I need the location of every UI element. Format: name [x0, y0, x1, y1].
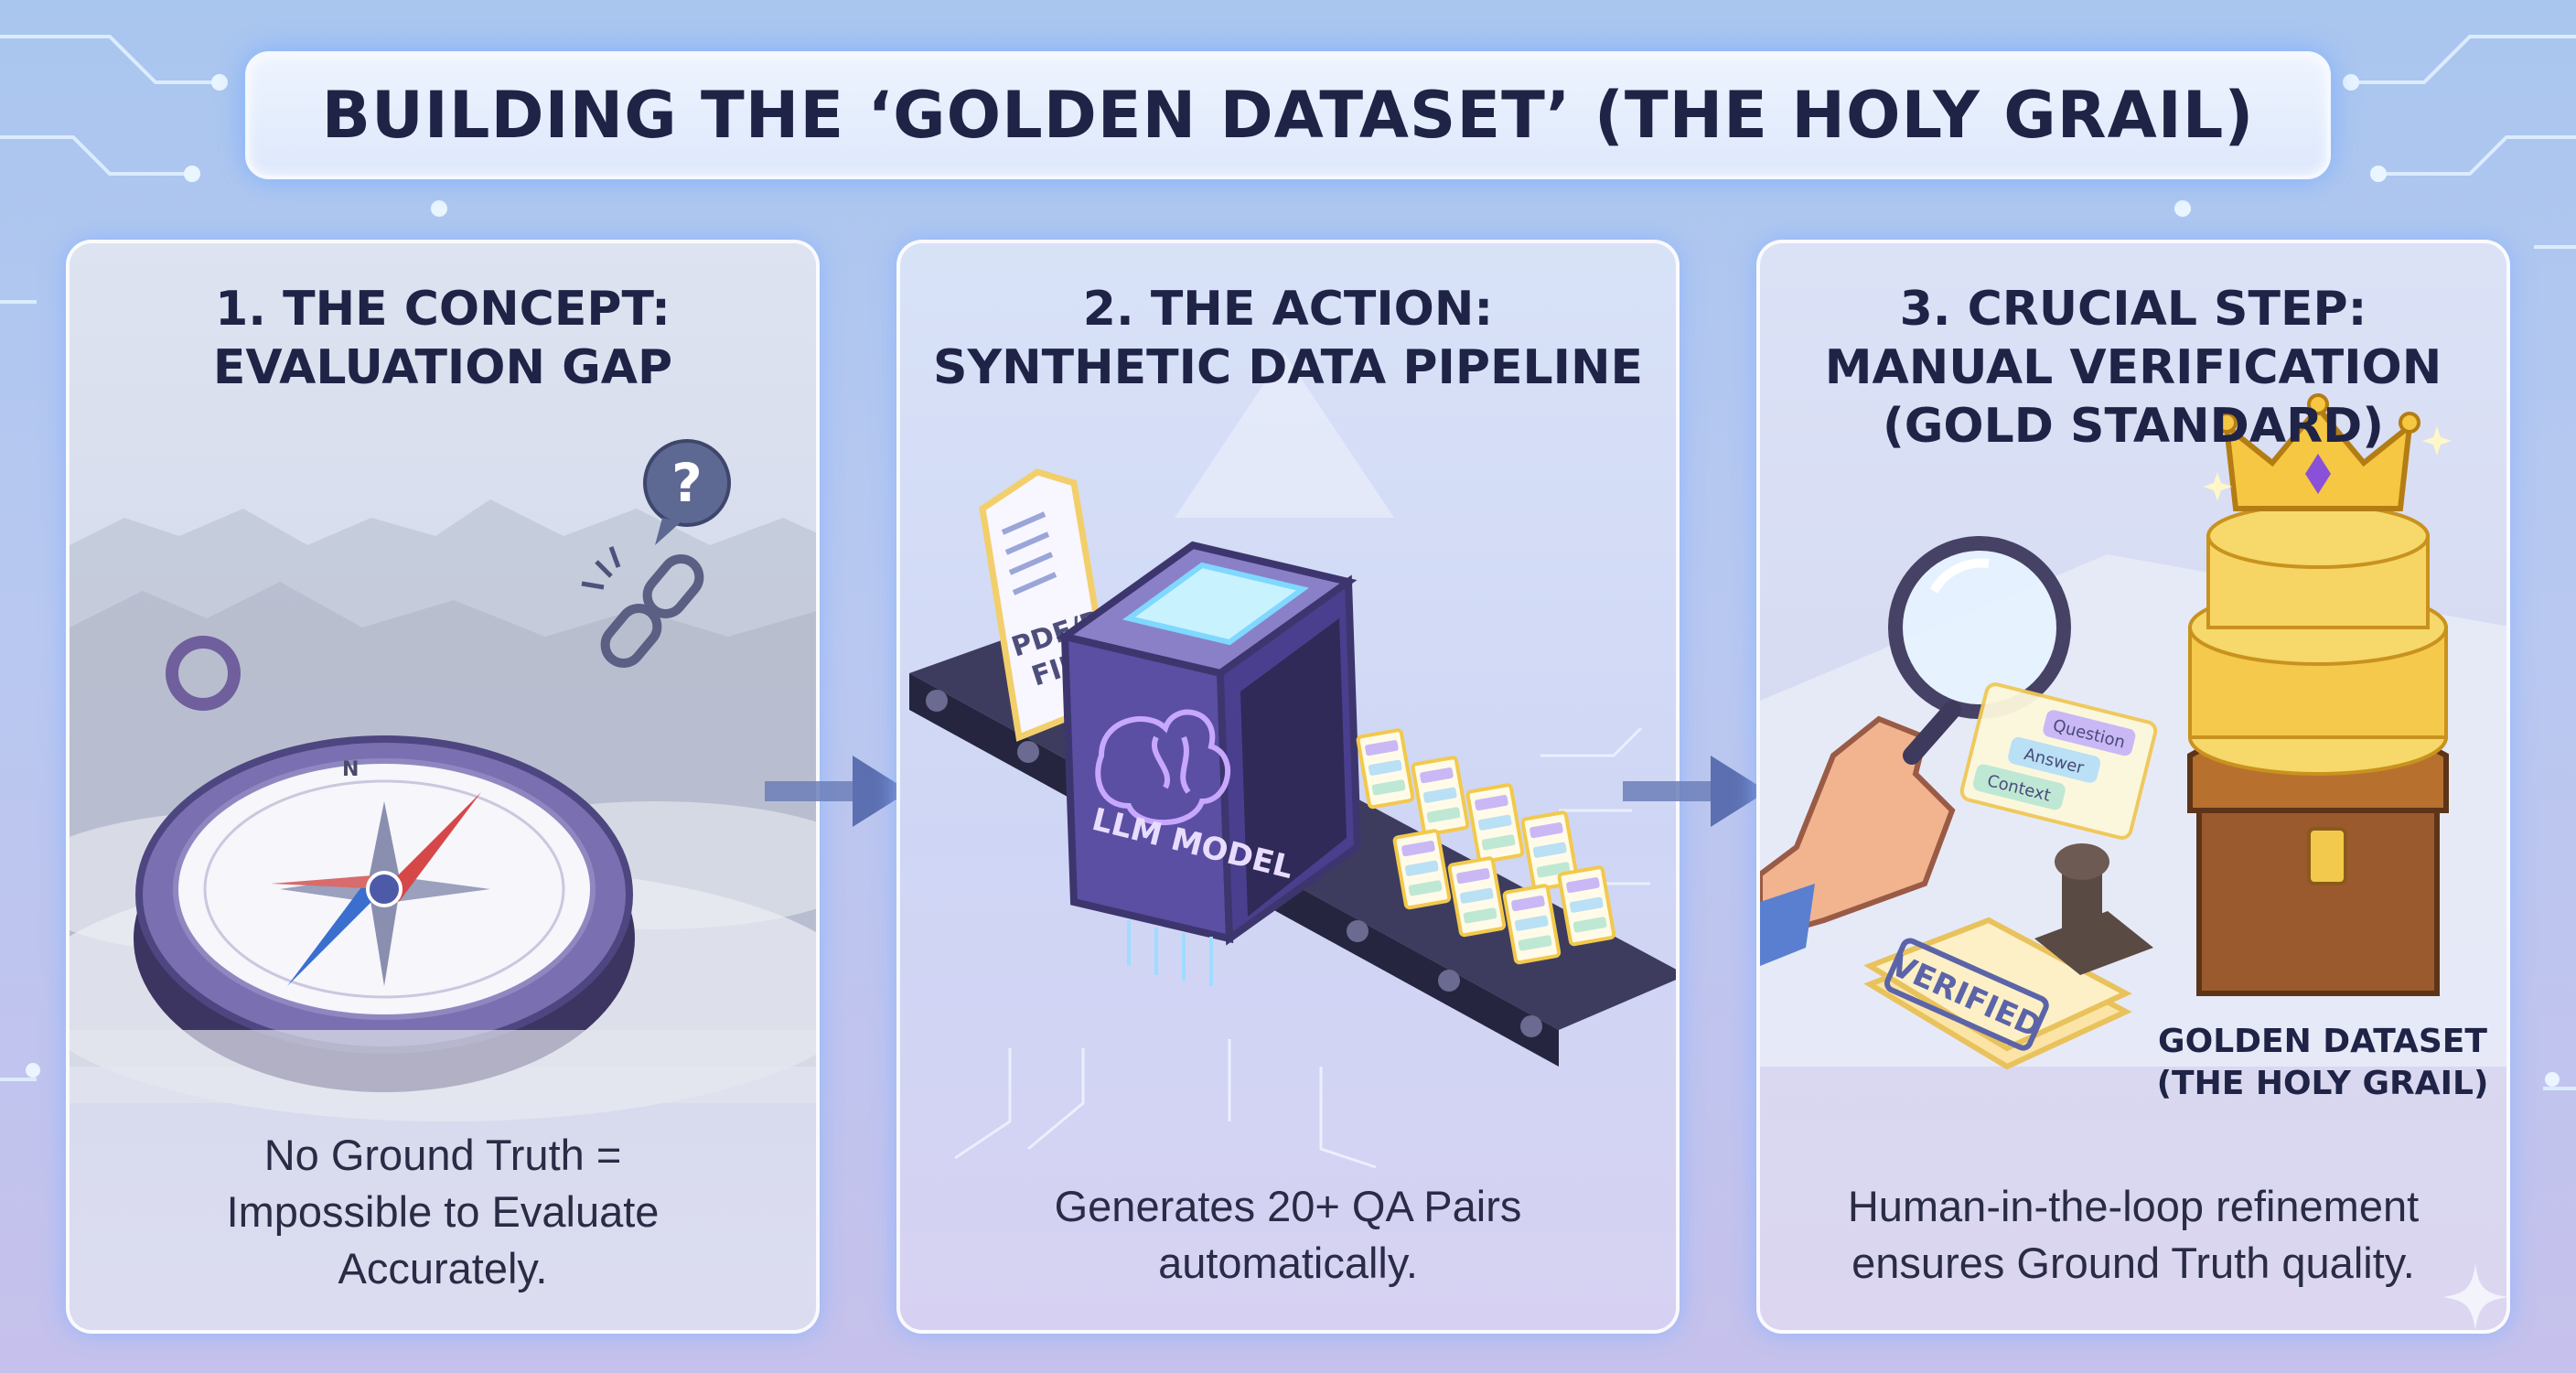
panel-verification-art: Question Answer Context VERIFIED: [1760, 393, 2506, 1070]
svg-text:?: ?: [671, 452, 703, 514]
qa-card-icon: [1356, 728, 1415, 810]
qa-card-stack: [1356, 728, 1616, 965]
qa-card-icon: [1557, 865, 1616, 947]
brain-icon: [1095, 709, 1230, 826]
panel-concept-heading: 1. THE CONCEPT: EVALUATION GAP: [70, 280, 816, 397]
qa-card-icon: [1447, 856, 1507, 938]
qa-card-icon: [1465, 783, 1525, 864]
caption-line: (THE HOLY GRAIL): [2156, 1065, 2489, 1102]
panel-concept: ? N 1. THE CONCEPT: EVALUATION GAP: [66, 240, 820, 1334]
llm-cube-icon: LLM MODEL: [1056, 541, 1362, 986]
panel-action-body: Generates 20+ QA Pairs automatically.: [900, 1178, 1676, 1292]
qa-card-icon: [1411, 756, 1470, 837]
panel-verification: Question Answer Context VERIFIED: [1756, 240, 2510, 1334]
heading-line: MANUAL VERIFICATION: [1824, 340, 2442, 395]
broken-chain-icon: [581, 546, 704, 668]
panel-concept-body: No Ground Truth = Impossible to Evaluate…: [70, 1127, 816, 1297]
qa-card-icon: [1502, 884, 1562, 965]
body-line: No Ground Truth =: [263, 1131, 622, 1179]
arrow-right-icon: [1623, 756, 1767, 827]
heading-line: (GOLD STANDARD): [1882, 399, 2385, 454]
heading-line: 2. THE ACTION:: [1082, 282, 1494, 337]
question-bubble-icon: ?: [643, 439, 731, 545]
golden-dataset-caption: GOLDEN DATASET (THE HOLY GRAIL): [2153, 1021, 2492, 1105]
body-line: ensures Ground Truth quality.: [1852, 1239, 2415, 1287]
panel-action-art: PDF/RAG FILE LLM MODEL: [909, 353, 1676, 1169]
qa-card-icon: [1520, 810, 1580, 892]
body-line: Human-in-the-loop refinement: [1847, 1182, 2420, 1230]
panel-action-heading: 2. THE ACTION: SYNTHETIC DATA PIPELINE: [900, 280, 1676, 397]
panel-verification-body: Human-in-the-loop refinement ensures Gro…: [1760, 1178, 2506, 1292]
heading-line: 3. CRUCIAL STEP:: [1899, 282, 2367, 337]
sparkle-icon: [2442, 1264, 2508, 1330]
crown-icon: [2203, 393, 2452, 511]
caption-line: GOLDEN DATASET: [2158, 1023, 2487, 1060]
panel-action: PDF/RAG FILE LLM MODEL: [896, 240, 1680, 1334]
qa-card-icon: [1392, 829, 1452, 910]
compass-icon: N: [134, 636, 635, 1092]
page-title: BUILDING THE ‘GOLDEN DATASET’ (THE HOLY …: [321, 78, 2255, 153]
heading-line: SYNTHETIC DATA PIPELINE: [933, 340, 1643, 395]
body-line: Generates 20+ QA Pairs: [1054, 1182, 1522, 1230]
heading-line: EVALUATION GAP: [212, 340, 673, 395]
treasure-chest-icon: [2187, 503, 2449, 996]
qa-card-icon: Question Answer Context: [1959, 682, 2158, 840]
title-banner: BUILDING THE ‘GOLDEN DATASET’ (THE HOLY …: [245, 51, 2331, 179]
hand-icon: [1760, 715, 1956, 966]
stamp-icon: VERIFIED: [1863, 843, 2153, 1070]
body-line: automatically.: [1158, 1239, 1418, 1287]
body-line: Accurately.: [338, 1244, 548, 1293]
heading-line: 1. THE CONCEPT:: [215, 282, 671, 337]
arrow-right-icon: [765, 756, 909, 827]
panel-concept-art: ? N: [70, 439, 816, 1121]
body-line: Impossible to Evaluate: [226, 1187, 660, 1236]
svg-text:N: N: [342, 758, 359, 781]
panel-verification-heading: 3. CRUCIAL STEP: MANUAL VERIFICATION (GO…: [1760, 280, 2506, 456]
